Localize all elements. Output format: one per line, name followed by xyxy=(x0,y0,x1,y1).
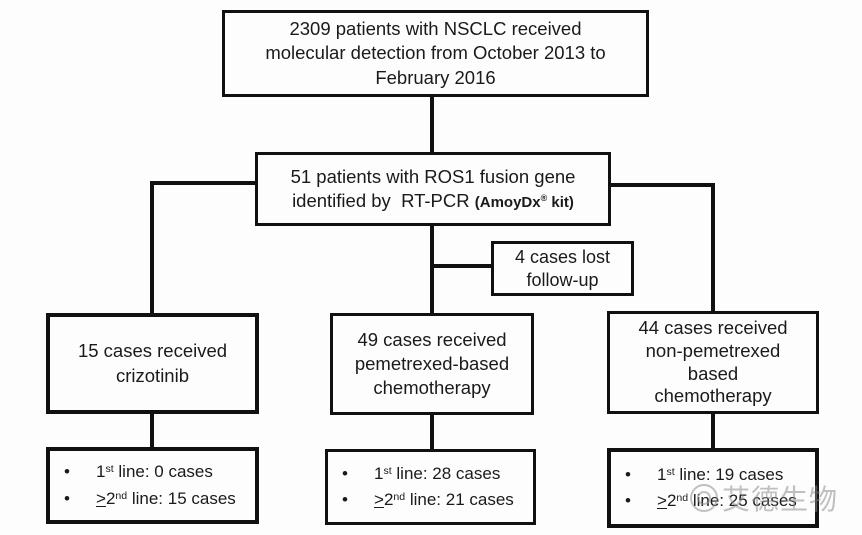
line-number: 2 xyxy=(105,488,116,508)
box-lost-line2: follow-up xyxy=(526,269,599,290)
connector-ros1-to-pemetrexed xyxy=(430,226,434,313)
connector-top-to-ros1 xyxy=(430,97,434,153)
box-nonpemetrexed-line4: chemotherapy xyxy=(654,385,772,407)
bullet-icon: • xyxy=(625,464,631,484)
bullet-row: • >2nd line: 15 cases xyxy=(58,486,236,512)
box-pemetrexed-line2: pemetrexed-based xyxy=(354,352,510,374)
box-nonpemetrexed-outcomes: • 1st line: 19 cases • >2nd line: 25 cas… xyxy=(607,448,819,528)
box-pemetrexed: 49 cases received pemetrexed-based chemo… xyxy=(330,313,534,415)
bullet-row: • 1st line: 0 cases xyxy=(58,459,213,485)
line-number: 1 xyxy=(96,462,106,482)
bullet-text: >2nd line: 25 cases xyxy=(657,488,797,514)
connector-ros1-left-vertical xyxy=(150,181,154,313)
ordinal-suffix: nd xyxy=(393,491,406,504)
box-pemetrexed-line3: chemotherapy xyxy=(373,377,491,399)
case-count-text: line: 19 cases xyxy=(674,464,784,484)
connector-ros1-right-vertical xyxy=(711,183,715,313)
case-count-text: line: 25 cases xyxy=(688,491,797,510)
box-crizotinib-outcomes: • 1st line: 0 cases • >2nd line: 15 case… xyxy=(46,447,259,524)
box-crizotinib: 15 cases received crizotinib xyxy=(46,313,259,414)
line-number: 2 xyxy=(383,490,394,509)
bullet-text: 1st line: 0 cases xyxy=(96,459,213,485)
ordinal-suffix: st xyxy=(383,464,392,477)
box-nonpemetrexed-line1: 44 cases received xyxy=(638,317,788,339)
bullet-icon: • xyxy=(64,462,70,482)
connector-crizotinib-to-outcomes xyxy=(150,414,154,447)
bullet-icon: • xyxy=(342,490,348,509)
connector-pemetrexed-to-outcomes xyxy=(430,415,434,449)
box-total-patients-line3: February 2016 xyxy=(375,66,496,88)
case-count-text: line: 0 cases xyxy=(113,462,213,482)
box-nonpemetrexed: 44 cases received non-pemetrexed based c… xyxy=(607,311,819,414)
box-ros1-line2-main: identified by RT-PCR xyxy=(292,190,475,211)
box-total-patients-line1: 2309 patients with NSCLC received xyxy=(289,18,582,40)
amoydx-kit-post: kit) xyxy=(547,194,574,211)
bullet-row: • >2nd line: 21 cases xyxy=(336,487,514,513)
bullet-text: >2nd line: 21 cases xyxy=(374,487,514,513)
case-count-text: line: 21 cases xyxy=(405,490,514,509)
bullet-icon: • xyxy=(64,488,70,508)
case-count-text: line: 15 cases xyxy=(127,488,236,508)
box-pemetrexed-outcomes: • 1st line: 28 cases • >2nd line: 21 cas… xyxy=(325,449,536,525)
ordinal-suffix: st xyxy=(666,465,675,478)
connector-ros1-left-horizontal xyxy=(150,181,258,185)
box-ros1-line2: identified by RT-PCR (AmoyDx® kit) xyxy=(292,189,574,213)
box-crizotinib-line2: crizotinib xyxy=(116,364,189,386)
box-crizotinib-line1: 15 cases received xyxy=(77,340,228,362)
ordinal-suffix: st xyxy=(105,463,114,476)
geq-symbol: > xyxy=(657,491,667,510)
bullet-icon: • xyxy=(342,463,348,483)
box-lost-followup: 4 cases lost follow-up xyxy=(491,241,634,296)
box-nonpemetrexed-line3: based xyxy=(687,362,739,384)
registered-trademark-symbol: ® xyxy=(540,193,548,203)
box-ros1-line1: 51 patients with ROS1 fusion gene xyxy=(290,165,576,187)
bullet-row: • >2nd line: 25 cases xyxy=(619,488,797,514)
line-number: 1 xyxy=(374,463,384,483)
bullet-text: 1st line: 28 cases xyxy=(374,461,500,487)
box-lost-line1: 4 cases lost xyxy=(514,247,611,267)
box-total-patients: 2309 patients with NSCLC received molecu… xyxy=(222,10,649,97)
bullet-icon: • xyxy=(625,491,631,510)
bullet-row: • 1st line: 19 cases xyxy=(619,462,783,488)
box-pemetrexed-line1: 49 cases received xyxy=(357,328,507,350)
geq-symbol: > xyxy=(96,488,106,508)
bullet-row: • 1st line: 28 cases xyxy=(336,461,500,487)
connector-ros1-right-horizontal xyxy=(608,183,715,187)
amoydx-kit-label: (AmoyDx® kit) xyxy=(474,193,574,211)
amoydx-kit-pre: (AmoyDx xyxy=(474,194,541,211)
box-nonpemetrexed-line2: non-pemetrexed xyxy=(645,339,781,361)
connector-to-lost-followup xyxy=(432,264,492,268)
box-total-patients-line2: molecular detection from October 2013 to xyxy=(265,42,606,64)
geq-symbol: > xyxy=(374,490,384,509)
connector-nonpemetrexed-to-outcomes xyxy=(711,414,715,448)
line-number: 2 xyxy=(666,491,677,510)
case-count-text: line: 28 cases xyxy=(391,463,501,483)
box-ros1-patients: 51 patients with ROS1 fusion gene identi… xyxy=(255,152,611,226)
ordinal-suffix: nd xyxy=(676,492,689,505)
bullet-text: >2nd line: 15 cases xyxy=(96,486,236,512)
bullet-text: 1st line: 19 cases xyxy=(657,462,783,488)
ordinal-suffix: nd xyxy=(115,489,128,502)
line-number: 1 xyxy=(657,464,667,484)
